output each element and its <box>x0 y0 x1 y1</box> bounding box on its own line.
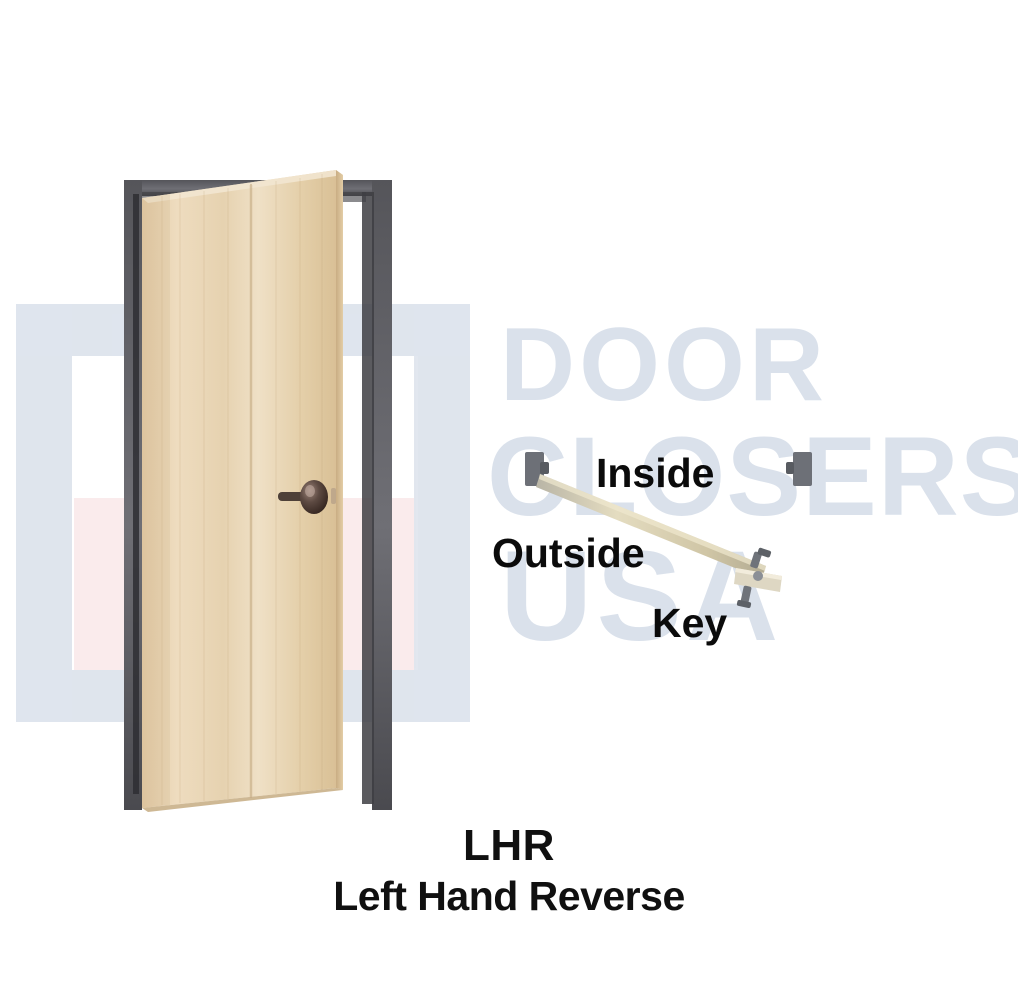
callout-outside: Outside <box>492 530 645 576</box>
door-knob-group <box>278 480 336 514</box>
right-pivot-bracket-icon <box>786 452 812 486</box>
handing-name: Left Hand Reverse <box>333 872 685 919</box>
top-pivot-bracket-icon <box>525 452 549 486</box>
callout-key: Key <box>652 600 728 646</box>
door-bottom-edge <box>142 788 343 812</box>
door-leaf-face <box>142 170 336 808</box>
knob-highlight <box>305 485 315 497</box>
door-illustration <box>100 150 440 840</box>
key-cylinder-icon <box>734 547 782 609</box>
callout-inside: Inside <box>596 450 715 496</box>
frame-right-jamb <box>372 180 392 810</box>
door-leading-edge <box>336 170 343 790</box>
diagram-caption: LHR Left Hand Reverse <box>0 820 1018 920</box>
door-top-edge <box>142 170 343 203</box>
hinge-gap <box>133 194 139 794</box>
knob-spindle <box>278 492 306 501</box>
handing-code: LHR <box>463 821 555 870</box>
strike-plate <box>331 488 336 504</box>
